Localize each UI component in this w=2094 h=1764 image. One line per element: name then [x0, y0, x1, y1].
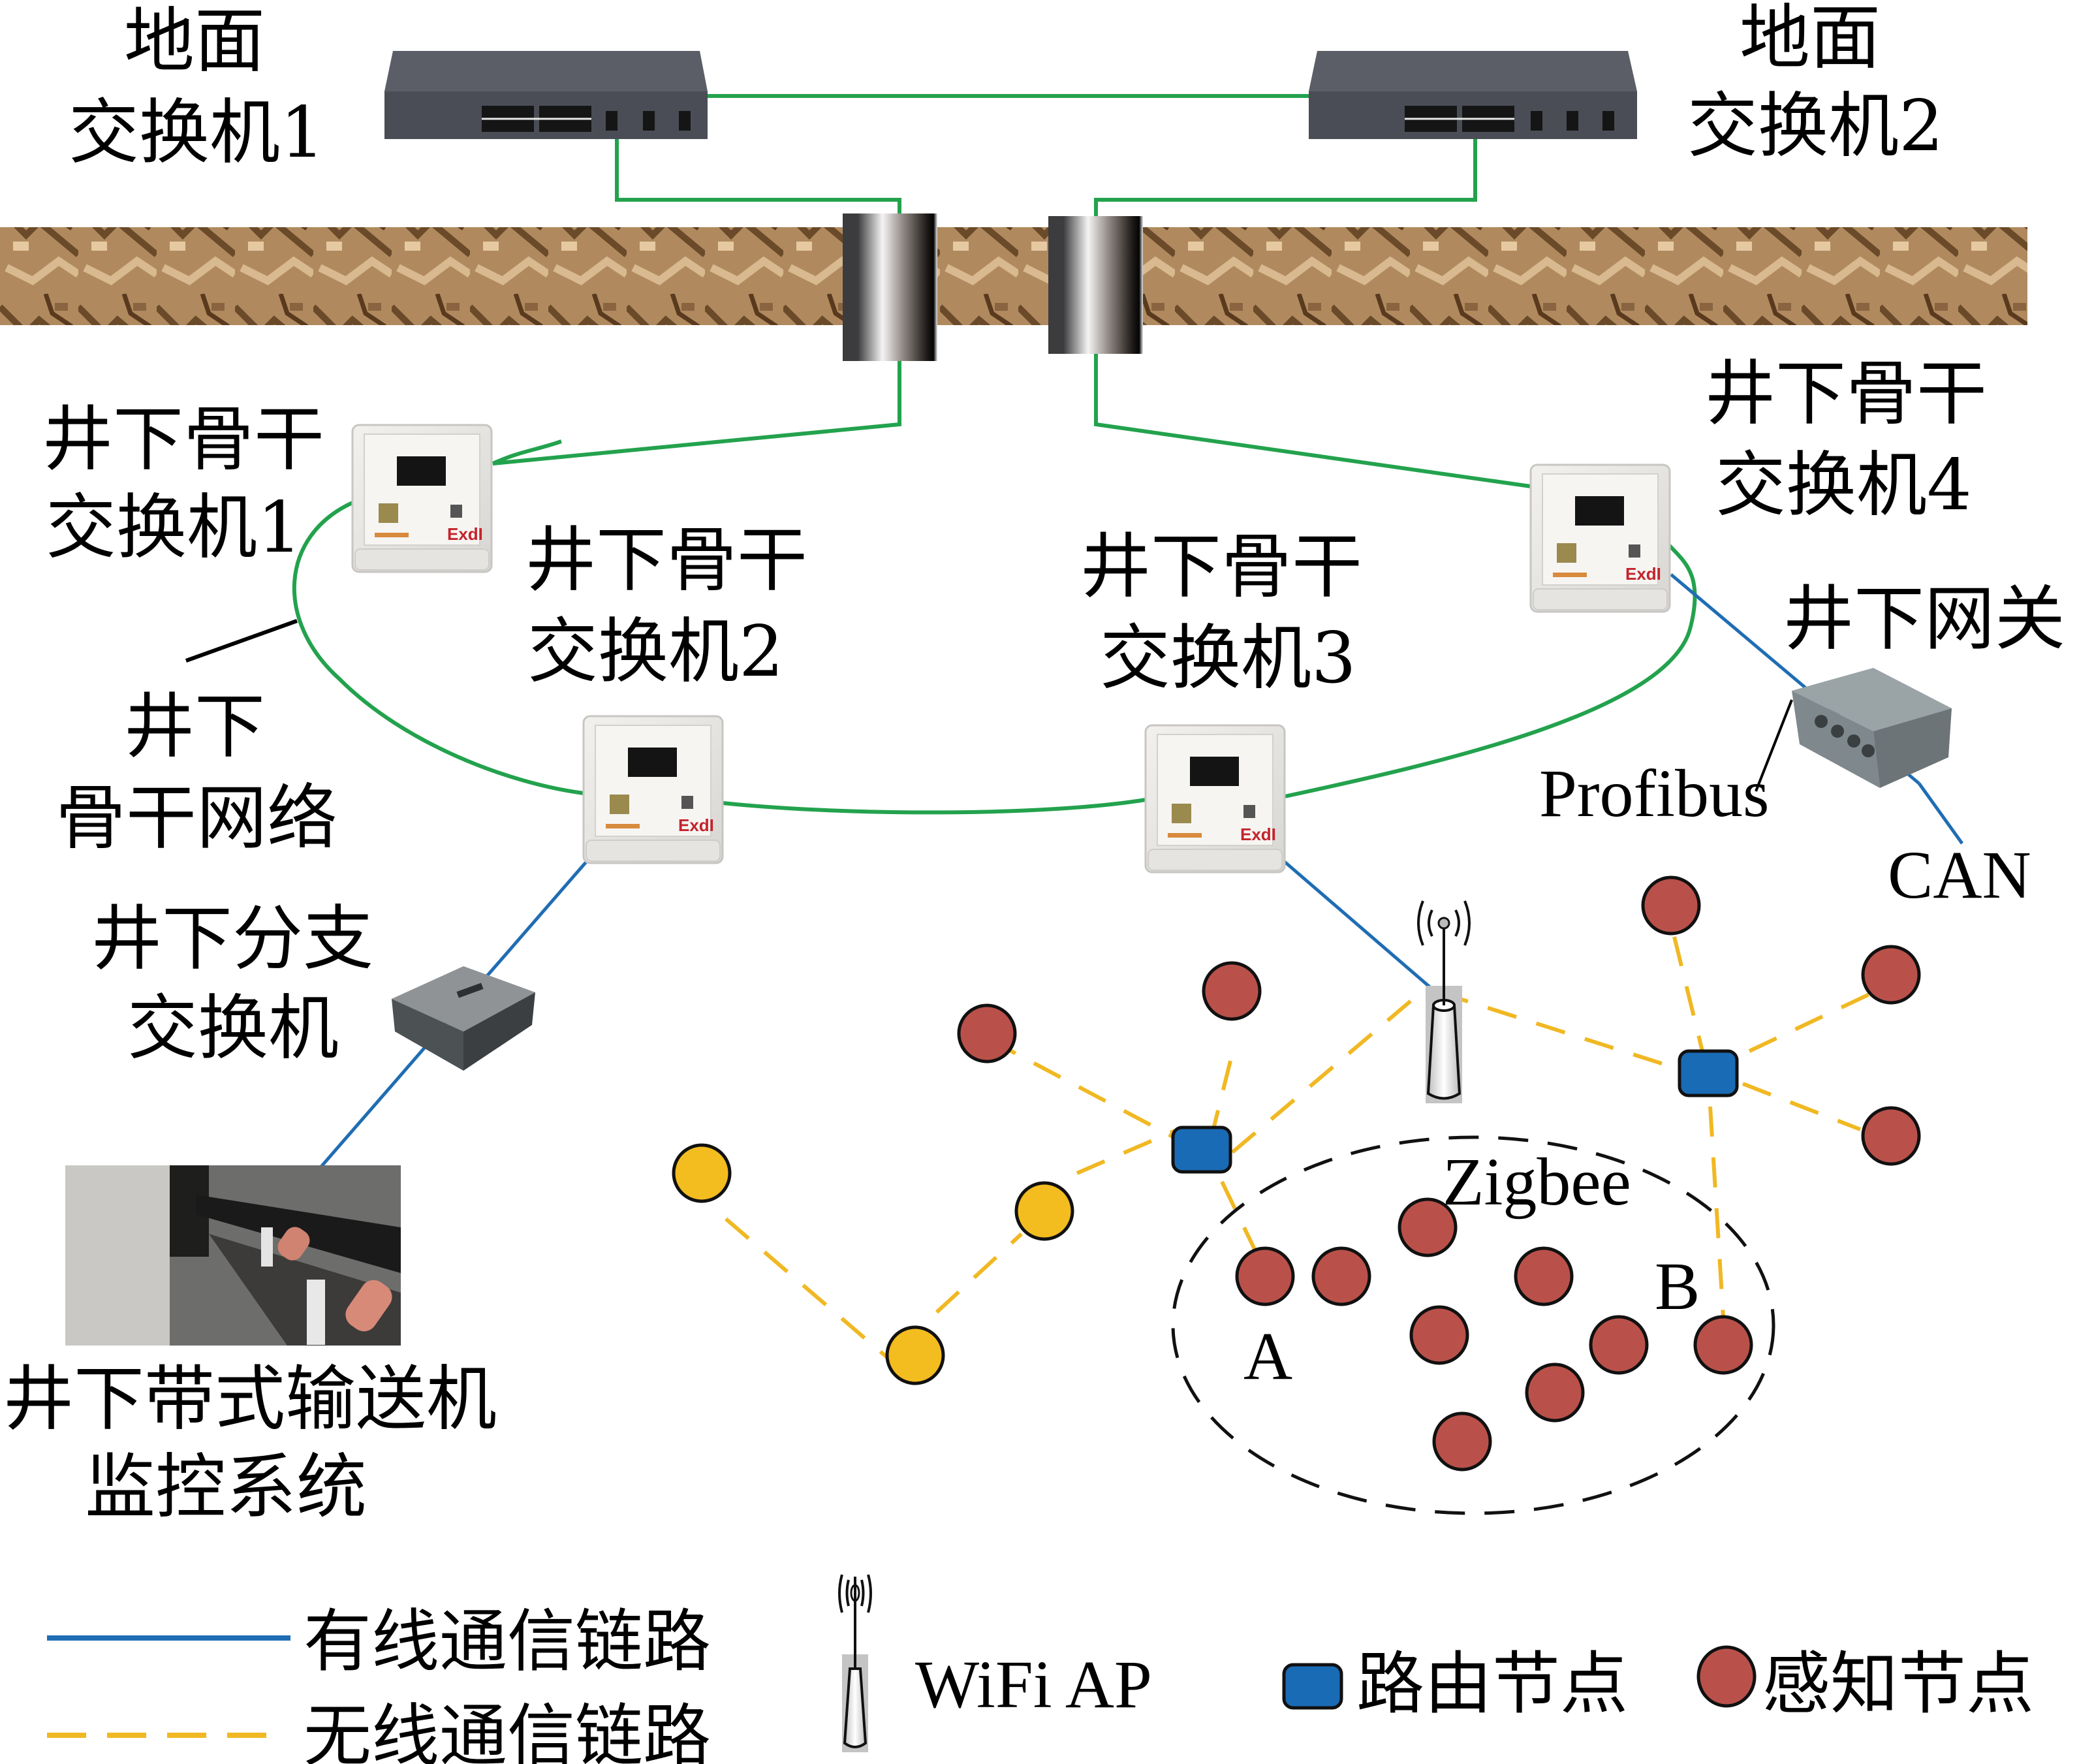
- zone-a-label: A: [1243, 1319, 1292, 1394]
- ground-switch-1-label-1: 地面: [124, 1, 265, 82]
- wl-r1-y2: [1076, 1129, 1176, 1175]
- yellow-node-1[interactable]: [672, 1143, 732, 1203]
- yellow-nodes: [672, 1143, 1074, 1385]
- backbone-switch-3-label-2: 交换机3: [1100, 618, 1356, 699]
- legend-wifi-ap-label: WiFi AP: [915, 1647, 1152, 1722]
- sensor-node[interactable]: [1861, 945, 1921, 1005]
- router-node-1[interactable]: [1171, 1126, 1232, 1174]
- backbone-network-pointer: [185, 619, 298, 663]
- backbone-switch-2-label-1: 井下骨干: [525, 520, 807, 601]
- conveyor-label-1: 井下带式输送机: [3, 1359, 497, 1440]
- ground-switch-1[interactable]: [384, 51, 708, 139]
- legend-wireless-label: 无线通信链路: [304, 1696, 711, 1764]
- svg-text:ExdI: ExdI: [1240, 825, 1276, 844]
- backbone-switch-2-label-2: 交换机2: [527, 611, 784, 693]
- ground-switch-2[interactable]: [1309, 51, 1637, 139]
- wl-ap-r2: [1439, 990, 1685, 1073]
- sensor-node[interactable]: [1525, 1362, 1585, 1423]
- conveyor-label-2: 监控系统: [85, 1447, 367, 1528]
- backbone-network-label-2: 骨干网络: [55, 778, 337, 859]
- sensor-node[interactable]: [1861, 1106, 1921, 1166]
- legend-wired-label: 有线通信链路: [304, 1601, 711, 1681]
- legend-sensor-label: 感知节点: [1762, 1644, 2034, 1724]
- legend-sensor-icon: [1696, 1645, 1757, 1708]
- branch-switch-label-2: 交换机: [127, 988, 339, 1069]
- backbone-switch-4-label-2: 交换机4: [1715, 445, 1972, 526]
- branch-switch-device[interactable]: [392, 966, 535, 1071]
- legend-router-label: 路由节点: [1356, 1644, 1628, 1724]
- shaft-pipe-2: [1048, 216, 1143, 354]
- sensor-node[interactable]: [1409, 1305, 1469, 1365]
- sensor-node[interactable]: [1432, 1411, 1492, 1472]
- backbone-switch-3-label-1: 井下骨干: [1080, 526, 1362, 608]
- ground-switch-1-label-2: 交换机1: [69, 92, 325, 174]
- yellow-node-2[interactable]: [1014, 1181, 1074, 1241]
- sensor-node[interactable]: [957, 1003, 1017, 1063]
- wifi-ap-device[interactable]: [1417, 900, 1471, 1103]
- wl-r2-s3: [1672, 936, 1704, 1052]
- ground-link-sw1-pipe: [615, 139, 901, 215]
- sensor-node[interactable]: [1589, 1315, 1649, 1375]
- svg-text:ExdI: ExdI: [1625, 564, 1661, 584]
- wl-y3-y2: [935, 1232, 1024, 1314]
- wired-link-gateway-can: [1917, 782, 1964, 845]
- backbone-switch-1-label-1: 井下骨干: [42, 399, 324, 480]
- backbone-switch-2[interactable]: ExdI: [582, 715, 724, 864]
- wl-r1-s1: [988, 1037, 1201, 1153]
- sensor-node[interactable]: [1311, 1246, 1371, 1306]
- ground-switch-2-label-1: 地面: [1740, 0, 1881, 79]
- backbone-ring: [292, 439, 1697, 815]
- wl-y1-y3: [725, 1217, 889, 1360]
- can-label: CAN: [1888, 838, 2031, 913]
- svg-text:ExdI: ExdI: [447, 524, 483, 544]
- zone-b-label: B: [1655, 1249, 1700, 1324]
- ground-link-sw2-pipe: [1094, 139, 1477, 219]
- sensor-node[interactable]: [1235, 1246, 1295, 1306]
- wl-r1-ap: [1231, 997, 1414, 1154]
- gateway-device[interactable]: [1792, 668, 1952, 788]
- svg-text:ExdI: ExdI: [678, 815, 714, 835]
- branch-switch-label-1: 井下分支: [91, 898, 373, 980]
- router-node-2[interactable]: [1678, 1049, 1739, 1097]
- zigbee-label: Zigbee: [1443, 1144, 1631, 1220]
- sensor-node[interactable]: [1514, 1246, 1574, 1306]
- profibus-label: Profibus: [1539, 756, 1769, 831]
- backbone-switch-1[interactable]: ExdI: [351, 424, 493, 573]
- legend-router-icon: [1282, 1663, 1343, 1710]
- rock-stratum: [0, 227, 2027, 325]
- pipe2-down-link: [1094, 353, 1531, 488]
- pipe1-down-link: [492, 360, 901, 465]
- zigbee-zone: [1171, 1135, 1775, 1515]
- backbone-switch-3[interactable]: ExdI: [1144, 724, 1286, 874]
- wl-r1-a: [1220, 1180, 1262, 1261]
- sensor-node[interactable]: [1641, 875, 1701, 936]
- sensor-node[interactable]: [1693, 1315, 1753, 1375]
- backbone-switch-4-label-1: 井下骨干: [1705, 353, 1987, 435]
- legend-wifi-ap-icon: [838, 1574, 872, 1752]
- yellow-node-3[interactable]: [885, 1325, 945, 1385]
- wl-r2-s5: [1742, 1082, 1862, 1131]
- conveyor-photo: [65, 1165, 401, 1346]
- backbone-switch-1-label-2: 交换机1: [46, 487, 302, 569]
- gateway-label: 井下网关: [1783, 578, 2065, 660]
- backbone-network-label-1: 井下: [124, 686, 265, 768]
- profibus-pointer: [1755, 699, 1793, 792]
- sensor-nodes: [957, 875, 1921, 1472]
- sensor-node[interactable]: [1398, 1197, 1458, 1257]
- sensor-node[interactable]: [1202, 961, 1262, 1021]
- wireless-links: [725, 936, 1875, 1360]
- backbone-switch-4[interactable]: ExdI: [1529, 464, 1671, 613]
- ground-switch-2-label-2: 交换机2: [1687, 86, 1944, 167]
- wl-r2-s4: [1748, 990, 1875, 1053]
- wired-link-sw3-ap: [1283, 860, 1437, 994]
- shaft-pipe-1: [843, 213, 937, 361]
- wl-r2-b: [1708, 1106, 1727, 1339]
- legend: 有线通信链路 无线通信链路 WiFi AP 路由节点 感知节点: [47, 1574, 2034, 1764]
